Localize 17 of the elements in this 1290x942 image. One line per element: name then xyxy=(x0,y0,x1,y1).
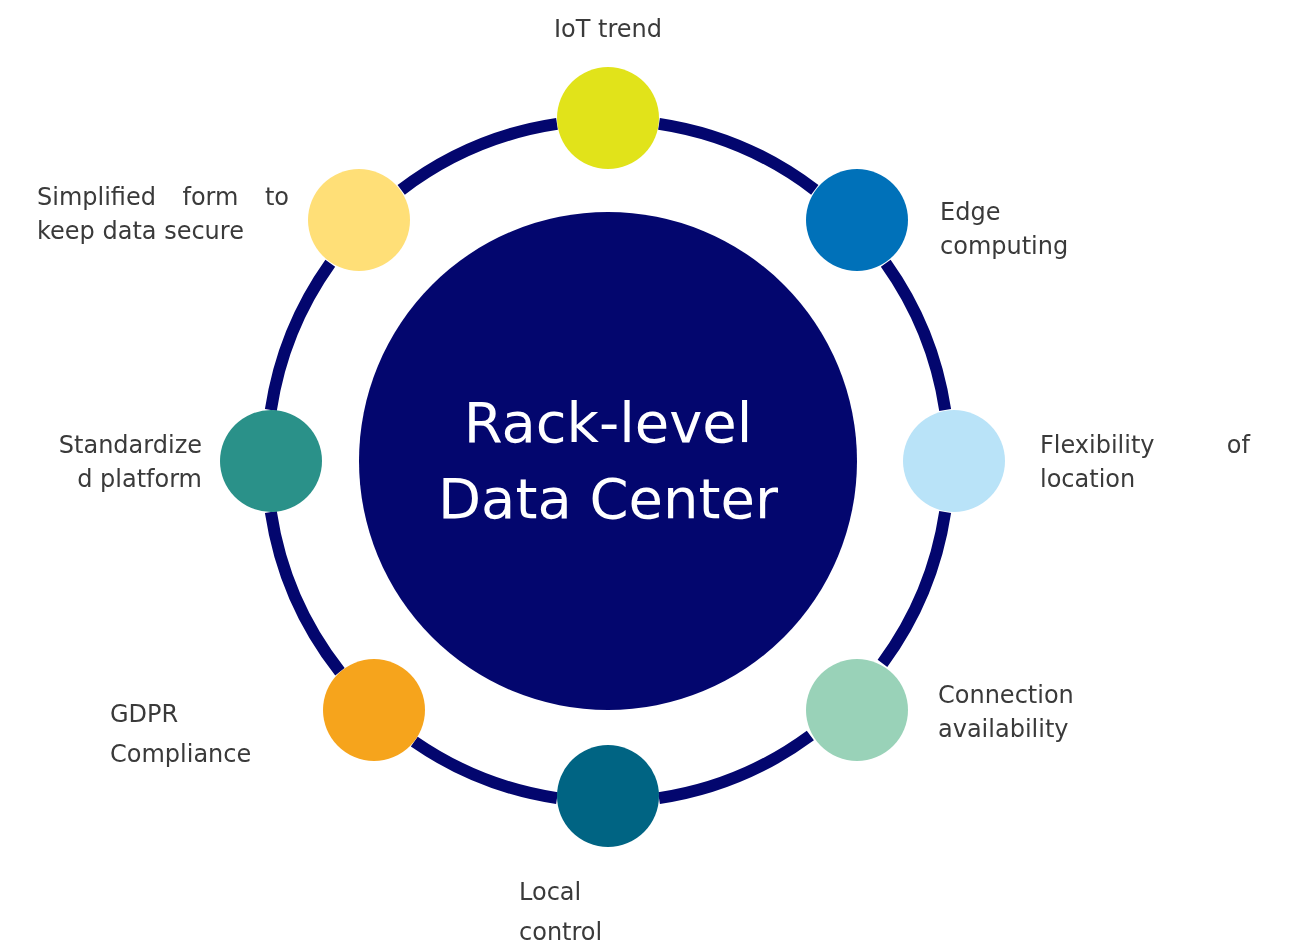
ring-arc xyxy=(264,510,345,676)
node-label: Simplified form to keep data secure xyxy=(37,182,289,247)
ring-arc xyxy=(264,259,336,412)
ring-arc xyxy=(880,259,952,412)
node-label: Standardize d platform xyxy=(57,430,202,495)
node-label: Connection availability xyxy=(938,680,1075,745)
node-label: Edge computing xyxy=(940,197,1070,262)
node-label: Flexibility of location xyxy=(1040,430,1250,495)
ring-arc xyxy=(657,730,814,805)
node-label: IoT trend xyxy=(553,14,663,45)
center-title: Rack-level Data Center xyxy=(437,389,779,533)
ring-arc xyxy=(397,117,559,195)
ring-arc xyxy=(411,736,559,805)
ring-arc xyxy=(877,510,952,667)
ring-arc xyxy=(657,117,819,195)
node-label: GDPR Compliance xyxy=(110,699,253,770)
node-label: Local control xyxy=(519,877,604,942)
